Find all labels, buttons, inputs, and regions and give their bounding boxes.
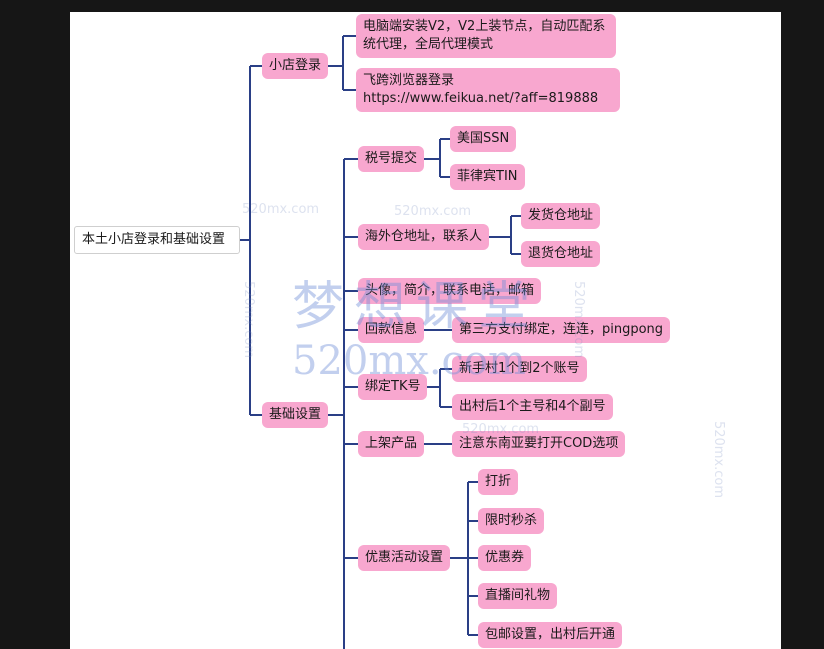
- connector-node-promotions: [450, 481, 478, 636]
- node-tax-id[interactable]: 税号提交: [358, 146, 425, 172]
- node-discount[interactable]: 打折: [478, 469, 519, 495]
- node-promotions[interactable]: 优惠活动设置: [358, 545, 451, 571]
- root-node[interactable]: 本土小店登录和基础设置: [74, 226, 240, 254]
- node-list-products[interactable]: 上架产品: [358, 431, 425, 457]
- connector-node-bind-tk: [427, 368, 452, 408]
- connector-branch-shop-login: [328, 35, 356, 91]
- node-free-shipping[interactable]: 包邮设置，出村后开通: [478, 622, 623, 648]
- node-overseas-warehouse[interactable]: 海外仓地址，联系人: [358, 224, 490, 250]
- node-newbie-accounts[interactable]: 新手村1个到2个账号: [452, 356, 587, 382]
- node-flash-sale[interactable]: 限时秒杀: [478, 508, 545, 534]
- node-coupon[interactable]: 优惠券: [478, 545, 532, 571]
- connector-branch-basic-settings: [328, 158, 358, 559]
- node-return-address[interactable]: 退货仓地址: [521, 241, 601, 267]
- node-main-sub-accounts[interactable]: 出村后1个主号和4个副号: [452, 394, 613, 420]
- node-shipping-address[interactable]: 发货仓地址: [521, 203, 601, 229]
- node-bind-tk[interactable]: 绑定TK号: [358, 374, 428, 400]
- connector-node-tax-id: [424, 138, 450, 178]
- node-payment-info[interactable]: 回款信息: [358, 317, 425, 343]
- branch-basic-settings[interactable]: 基础设置: [262, 402, 329, 428]
- node-feikua-browser[interactable]: 飞跨浏览器登录 https://www.feikua.net/?aff=8198…: [356, 68, 620, 112]
- node-us-ssn[interactable]: 美国SSN: [450, 126, 517, 152]
- node-third-party-payment[interactable]: 第三方支付绑定，连连，pingpong: [452, 317, 671, 343]
- branch-shop-login[interactable]: 小店登录: [262, 53, 329, 79]
- connector-lines: [240, 35, 521, 649]
- node-v2-proxy[interactable]: 电脑端安装V2，V2上装节点，自动匹配系统代理，全局代理模式: [356, 14, 616, 58]
- connector-node-overseas-warehouse: [489, 215, 521, 255]
- node-ph-tin[interactable]: 菲律宾TIN: [450, 164, 525, 190]
- mindmap-canvas: 本土小店登录和基础设置 小店登录 电脑端安装V2，V2上装节点，自动匹配系统代理…: [70, 12, 781, 649]
- node-cod-option[interactable]: 注意东南亚要打开COD选项: [452, 431, 626, 457]
- connector-root-node: [240, 65, 262, 416]
- node-profile-info[interactable]: 头像，简介，联系电话，邮箱: [358, 278, 542, 304]
- node-live-gift[interactable]: 直播间礼物: [478, 583, 558, 609]
